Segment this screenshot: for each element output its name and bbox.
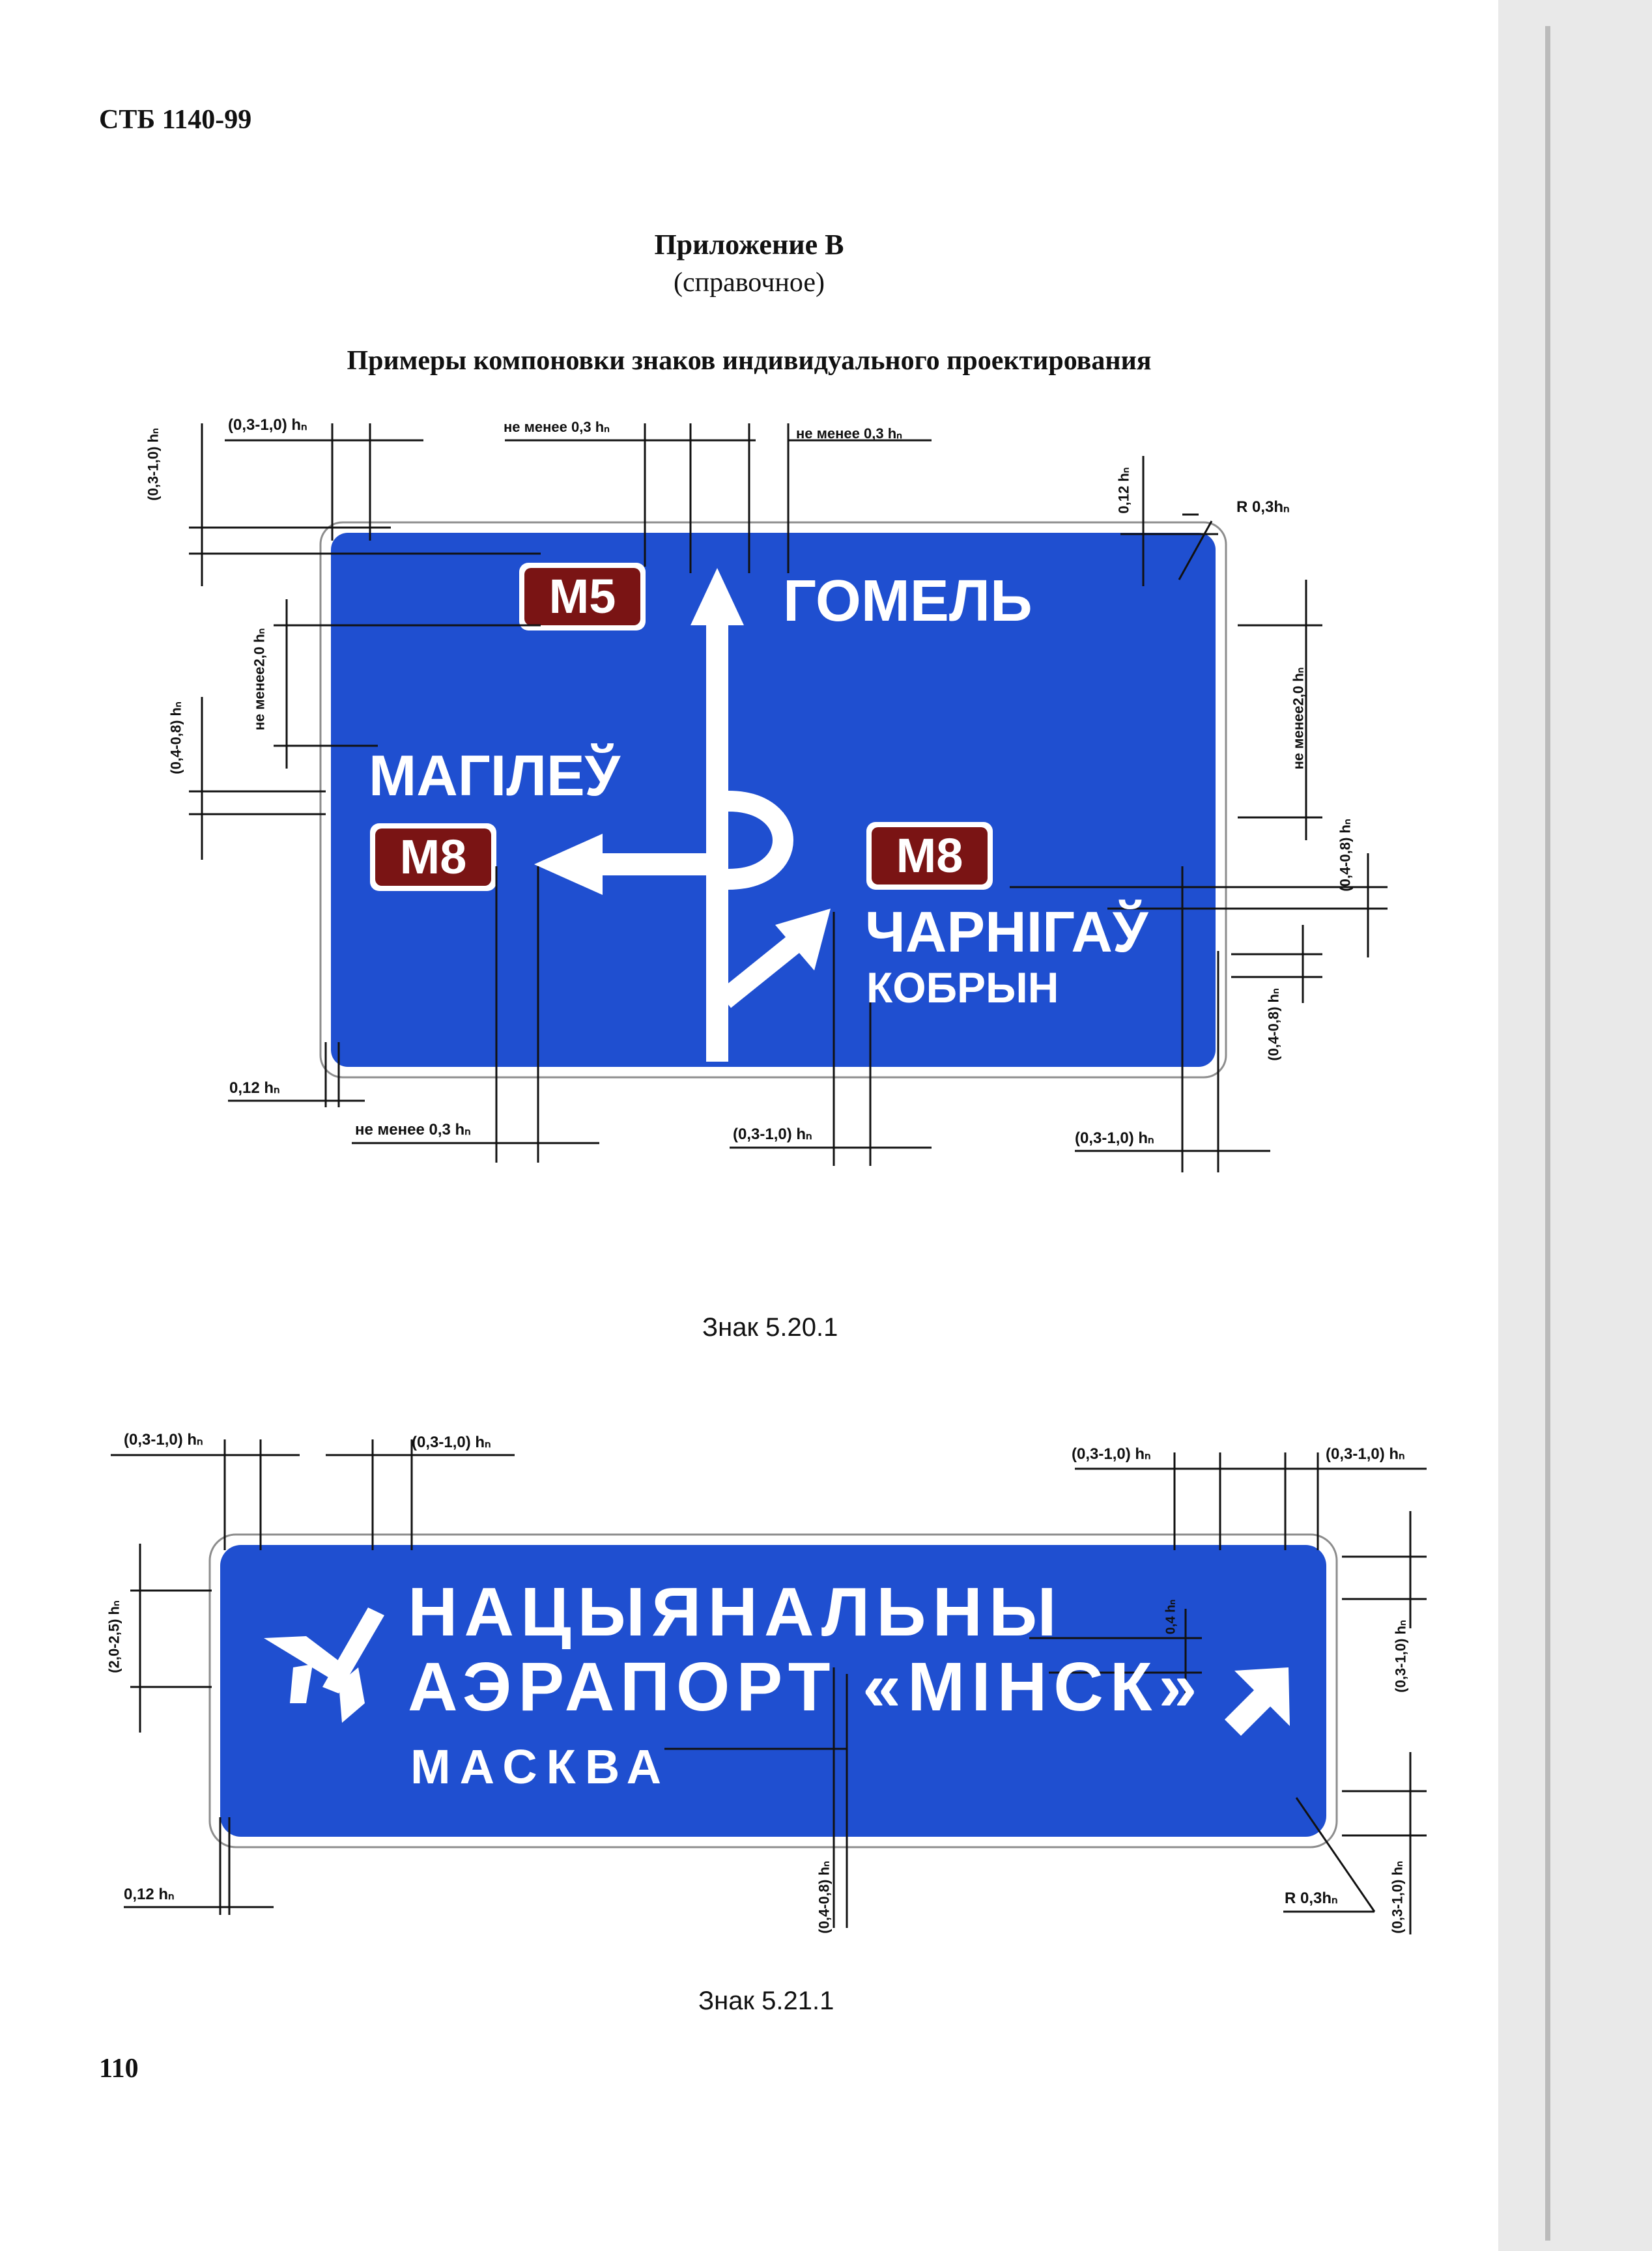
dim2-top-d: (0,3-1,0) hₙ (1326, 1445, 1405, 1463)
dim2-v-right-bottom: (0,3-1,0) hₙ (1389, 1861, 1406, 1934)
book-spine (1545, 26, 1550, 2241)
sign2-line1: НАЦЫЯНАЛЬНЫ (408, 1574, 1063, 1650)
dim-bottom-not-less: не менее 0,3 hₙ (355, 1121, 471, 1139)
sign1-m8-left-badge (375, 828, 491, 886)
dim2-top-a: (0,3-1,0) hₙ (124, 1431, 203, 1449)
sign1-m8-right-badge (872, 827, 988, 885)
dim-bottom-mid: (0,3-1,0) hₙ (733, 1126, 812, 1143)
dim-not-less-a: не менее 0,3 hₙ (504, 419, 610, 435)
sign1-destination-magileu: МАГІЛЕЎ (369, 743, 621, 808)
dim-radius-1: R 0,3hₙ (1236, 498, 1290, 516)
sign1-destination-charnigau: ЧАРНІГАЎ (865, 899, 1148, 964)
sign1-plate (331, 533, 1216, 1067)
dim-top-left: (0,3-1,0) hₙ (228, 416, 307, 434)
dim2-v-left: (2,0-2,5) hₙ (106, 1600, 122, 1673)
sign2-line3: МАСКВА (410, 1740, 671, 1794)
sign1-dimension-lines (189, 423, 1388, 1172)
dim-bottom-012: 0,12 hₙ (229, 1079, 280, 1097)
page-number: 110 (99, 2054, 139, 2084)
sign1-loop (728, 791, 793, 890)
sign1-arrow-up (691, 568, 744, 625)
sign1-arrow-left (534, 834, 603, 895)
appendix-subtitle: (справочное) (674, 268, 825, 298)
sign2-caption: Знак 5.21.1 (698, 1987, 834, 2015)
dim2-top-c: (0,3-1,0) hₙ (1072, 1445, 1151, 1463)
appendix-heading: Примеры компоновки знаков индивидуальног… (347, 346, 1152, 376)
arrow-up-right-icon (1225, 1667, 1290, 1736)
airplane-icon (264, 1607, 384, 1723)
sign1-route-m8-left: М8 (399, 830, 467, 884)
dim2-top-b: (0,3-1,0) hₙ (412, 1434, 491, 1451)
sign1-destination-kobryn: КОБРЫН (866, 963, 1059, 1012)
dim2-bottom-012: 0,12 hₙ (124, 1886, 175, 1903)
dim2-v-bottom-mid: (0,4-0,8) hₙ (816, 1861, 833, 1934)
sign2-dimension-lines (111, 1439, 1427, 1934)
sign1-caption: Знак 5.20.1 (702, 1313, 838, 1342)
dim2-v-04: 0,4 hₙ (1163, 1599, 1178, 1635)
page-edge (1498, 0, 1652, 2251)
sign1-destination-gomel: ГОМЕЛЬ (783, 569, 1032, 634)
standard-code: СТБ 1140-99 (99, 105, 252, 135)
sign1-route-m5: М5 (548, 569, 616, 623)
sign2-plate (220, 1545, 1326, 1837)
dim2-v-right-top: (0,3-1,0) hₙ (1392, 1620, 1409, 1693)
sign1-m5-badge (524, 568, 640, 625)
sign2-line2: АЭРАПОРТ «МІНСК» (408, 1649, 1204, 1725)
dim-not-less-b: не менее 0,3 hₙ (796, 425, 902, 442)
dim-bottom-right: (0,3-1,0) hₙ (1075, 1129, 1154, 1147)
dim2-radius: R 0,3hₙ (1285, 1890, 1338, 1907)
sign1-arrow-diag (775, 909, 831, 970)
sign1-diagonal-shaft (717, 929, 808, 1008)
appendix-title: Приложение В (654, 229, 844, 261)
sign1-route-m8-right: М8 (896, 828, 963, 883)
